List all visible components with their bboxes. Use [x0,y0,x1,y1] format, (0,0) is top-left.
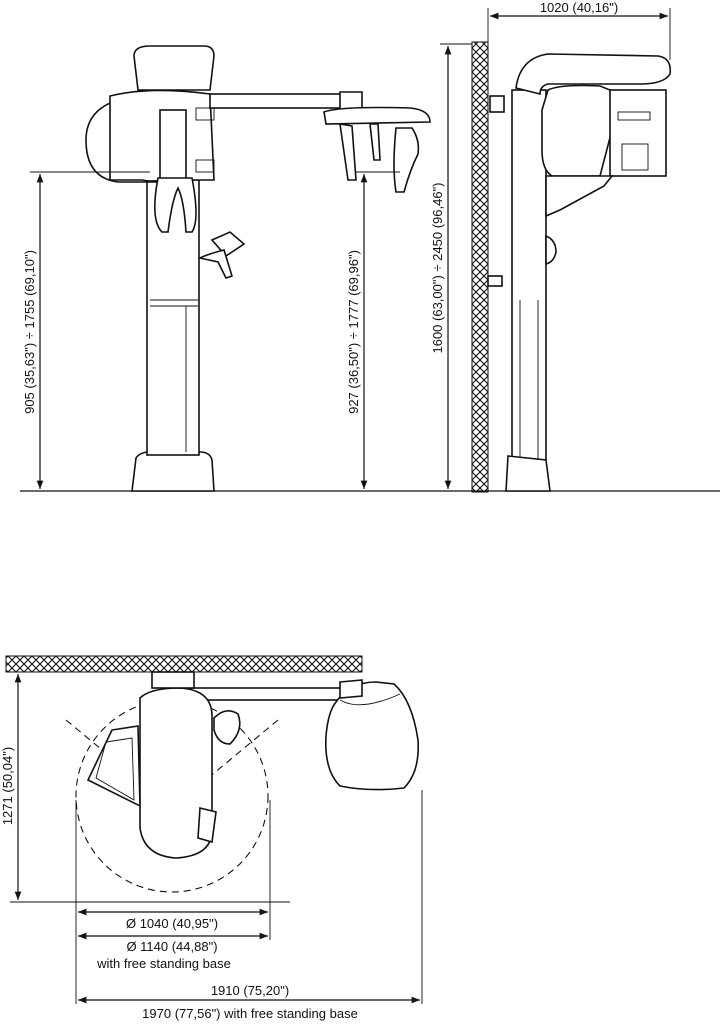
plan-view [5,655,420,893]
left-height-label: 905 (35,63") ÷ 1755 (69,10") [22,250,37,414]
diameter-dimensions: Ø 1040 (40,95") Ø 1140 (44,88") with fre… [75,800,271,1004]
mid-height-dimension: 927 (36,50") ÷ 1777 (69,96") [346,171,400,489]
plan-depth-dimension: 1271 (50,04") [0,671,290,903]
side-view [471,41,672,493]
front-view [20,45,720,492]
top-width-label: 1020 (40,16") [540,0,618,15]
top-width-dimension: 1020 (40,16") [487,0,671,60]
right-height-label: 1600 (63,00") ÷ 2450 (96,46") [430,182,445,353]
right-height-dimension: 1600 (63,00") ÷ 2450 (96,46") [430,43,472,489]
diameter-1-label: Ø 1040 (40,95") [126,916,218,931]
left-height-dimension: 905 (35,63") ÷ 1755 (69,10") [22,171,150,489]
width-dimensions: 1910 (75,20") 1970 (77,56") with free st… [78,790,423,1021]
plan-depth-label: 1271 (50,04") [0,747,15,825]
width-1-label: 1910 (75,20") [211,983,289,998]
diameter-2-note: with free standing base [96,956,231,971]
diameter-2-label: Ø 1140 (44,88") [126,939,217,954]
width-2-label: 1970 (77,56") with free standing base [142,1006,358,1021]
mid-height-label: 927 (36,50") ÷ 1777 (69,96") [346,250,361,414]
